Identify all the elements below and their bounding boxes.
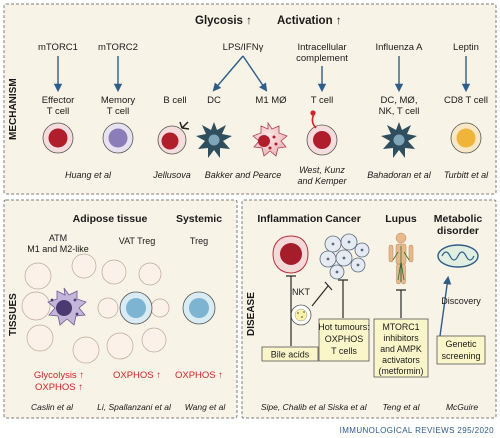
stimulus-lps: LPS/IFNγ: [223, 42, 264, 53]
mtorc1-box: [373, 318, 429, 378]
m1-macrophage-icon: [252, 121, 288, 157]
cd8-t-cell-icon: [450, 122, 482, 154]
metabolic-title-2: disorder: [437, 225, 479, 237]
mtorc1-text-1: MTORC1: [383, 322, 420, 332]
label-effector-1: Effector: [42, 95, 75, 106]
author-sipe: Sipe, Chalib et al: [261, 402, 326, 412]
hot-tumours-box: [318, 318, 370, 362]
inhibit-nkt-cancer: [311, 281, 333, 307]
genetic-text-1: Genetic: [445, 339, 477, 349]
dendritic-cell-icon: [196, 122, 232, 158]
stimulus-mtorc2: mTORC2: [98, 42, 138, 53]
atm-label-1: ATM: [49, 233, 67, 243]
influenza-dc-icon: [381, 122, 417, 158]
author-mcguire: McGuire: [446, 402, 478, 412]
tissues-side-label: TISSUES: [8, 293, 19, 336]
vat-treg-cell-icon: [119, 291, 153, 325]
metabolic-title-1: Metabolic: [434, 213, 483, 225]
label-influenza-cells-1: DC, MØ,: [381, 95, 418, 106]
bile-acids-box: [261, 346, 319, 362]
label-bcell: B cell: [163, 95, 186, 106]
mechanism-side-label: MECHANISM: [8, 78, 19, 140]
atm-macrophage-icon: [47, 287, 87, 326]
mtorc1-text-3: and AMPK: [380, 344, 422, 354]
complement-t-cell-icon: [306, 110, 338, 156]
adipose-title: Adipose tissue: [73, 213, 148, 225]
vat-oxphos: OXPHOS ↑: [113, 370, 161, 381]
hot-tumours-text-2: OXPHOS: [325, 334, 364, 344]
mtorc1-text-2: inhibitors: [383, 333, 419, 343]
author-turbitt: Turbitt et al: [444, 170, 489, 180]
bile-acids-text: Bile acids: [271, 350, 310, 360]
author-caslin: Caslin et al: [31, 402, 74, 412]
atm-oxphos: OXPHOS ↑: [35, 382, 83, 393]
activation-heading: Activation ↑: [277, 15, 342, 27]
mitochondrion-icon: [437, 244, 479, 268]
stimulus-mtorc1: mTORC1: [38, 42, 78, 53]
arrow-lps-dc: [212, 55, 244, 92]
systemic-title: Systemic: [176, 213, 222, 225]
author-huang: Huang et al: [65, 170, 112, 180]
journal-footer: IMMUNOLOGICAL REVIEWS 295/2020: [340, 426, 495, 435]
b-cell-icon: [157, 121, 190, 155]
inhibit-inflammation: [286, 275, 296, 346]
nkt-cell-icon: [290, 304, 312, 326]
arrow-lps-m1: [242, 55, 268, 92]
mechanism-panel: [3, 3, 497, 195]
label-dc: DC: [207, 95, 221, 106]
stimulus-complement-2: complement: [296, 53, 348, 64]
author-bahadoran: Bahadoran et al: [367, 170, 432, 180]
inhibit-cancer: [338, 279, 348, 318]
author-west-1: West, Kunz: [299, 165, 345, 175]
label-memory-2: T cell: [107, 106, 130, 117]
discovery-label: Discovery: [441, 296, 481, 306]
lupus-title: Lupus: [385, 213, 417, 225]
label-cd8: CD8 T cell: [444, 95, 488, 106]
author-siska: Siska et al: [327, 402, 367, 412]
atm-label-2: M1 and M2-like: [27, 244, 89, 254]
cancer-title: Cancer: [325, 213, 361, 225]
author-li: Li, Spallanzani et al: [97, 402, 172, 412]
stimulus-complement-1: Intracellular: [297, 42, 346, 53]
hot-tumours-text-3: T cells: [331, 346, 357, 356]
author-jellusova: Jellusova: [152, 170, 191, 180]
hot-tumours-text-1: Hot tumours:: [318, 322, 370, 332]
memory-t-cell-icon: [102, 122, 134, 154]
genetic-text-2: screening: [441, 351, 480, 361]
genetic-screening-box: [436, 335, 486, 365]
mtorc1-text-4: activators: [382, 355, 420, 365]
inflammation-title: Inflammation: [257, 213, 322, 225]
author-teng: Teng et al: [382, 402, 420, 412]
author-bakker: Bakker and Pearce: [205, 170, 282, 180]
treg-oxphos: OXPHOS ↑: [175, 370, 223, 381]
glycolysis-heading: Glycosis ↑: [195, 15, 252, 27]
label-effector-2: T cell: [47, 106, 70, 117]
adipocyte-cluster: [21, 253, 170, 364]
author-west-2: and Kemper: [297, 176, 347, 186]
atm-glycolysis: Glycolysis ↑: [34, 370, 84, 381]
treg-label: Treg: [190, 236, 208, 246]
stimulus-influenza: Influenza A: [375, 42, 423, 53]
label-tcell: T cell: [311, 95, 334, 106]
label-m1: M1 MØ: [255, 95, 287, 106]
inhibit-lupus: [396, 289, 406, 318]
mtorc1-text-5: (metformin): [379, 366, 424, 376]
vat-treg-label: VAT Treg: [119, 236, 156, 246]
inflamed-cell-icon: [272, 235, 309, 274]
systemic-treg-cell-icon: [182, 291, 216, 325]
label-memory-1: Memory: [101, 95, 136, 106]
author-wang: Wang et al: [185, 402, 227, 412]
nkt-label: NKT: [292, 287, 311, 297]
disease-side-label: DISEASE: [246, 292, 257, 336]
vasculature-lines: [392, 246, 410, 282]
tumour-nuclei: [326, 240, 364, 274]
arrow-discovery: [439, 275, 452, 337]
effector-t-cell-icon: [42, 122, 74, 154]
label-influenza-cells-2: NK, T cell: [379, 106, 420, 117]
stimulus-leptin: Leptin: [453, 42, 479, 53]
